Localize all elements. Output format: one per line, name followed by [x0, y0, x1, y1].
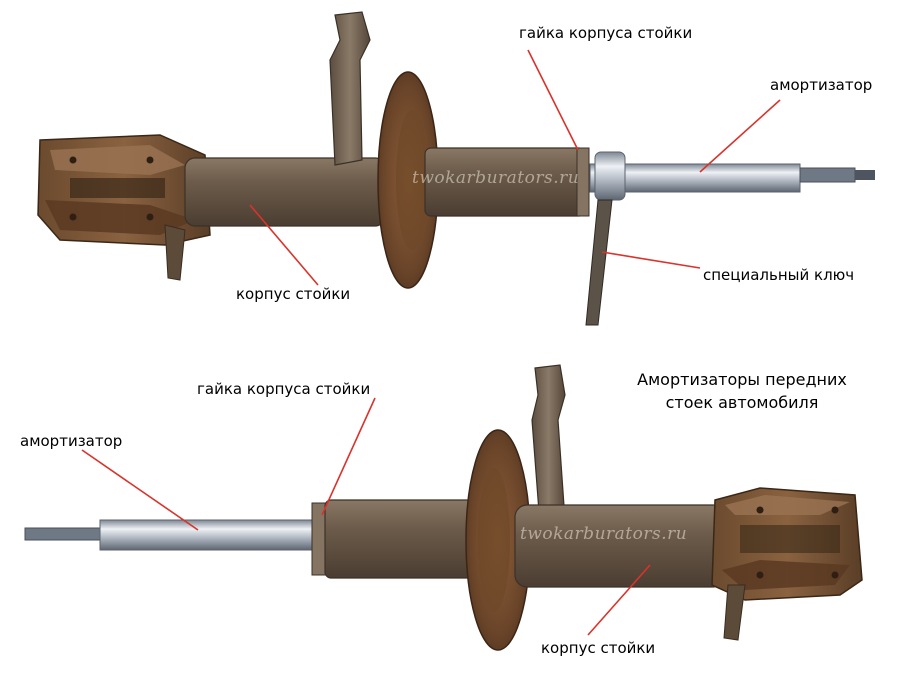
- leader-top-body: [249, 204, 319, 286]
- label-bottom-body: корпус стойки: [541, 639, 656, 657]
- bottom-chrome-rod: [99, 519, 316, 551]
- label-top-wrench: специальный ключ: [703, 266, 855, 284]
- label-bottom-nut: гайка корпуса стойки: [197, 380, 371, 398]
- bottom-bracket: [711, 487, 863, 641]
- label-top-body: корпус стойки: [236, 285, 351, 303]
- top-steering-arm: [329, 11, 371, 166]
- top-nut-part: [576, 147, 590, 217]
- caption-line-1: Амортизаторы передних: [637, 370, 847, 389]
- leader-bottom-nut: [321, 397, 376, 516]
- watermark-top: twokarburators.ru: [412, 168, 580, 188]
- watermark-bottom: twokarburators.ru: [520, 524, 688, 544]
- bottom-body-tube: [514, 504, 726, 588]
- top-special-wrench: [585, 199, 613, 326]
- top-bracket: [37, 134, 211, 281]
- label-top-shock: амортизатор: [770, 76, 873, 94]
- caption-title: Амортизаторы передних стоек автомобиля: [626, 368, 858, 414]
- top-strut: [37, 11, 875, 326]
- leader-top-nut: [527, 49, 579, 151]
- bottom-upper-tube: [324, 499, 486, 579]
- leader-bottom-body: [587, 564, 651, 636]
- label-top-nut: гайка корпуса стойки: [519, 24, 693, 42]
- bottom-strut: [24, 364, 863, 651]
- caption-line-2: стоек автомобиля: [665, 393, 819, 413]
- top-body-tube: [184, 157, 386, 227]
- bottom-steering-arm: [531, 364, 566, 526]
- leader-lines: [81, 49, 781, 636]
- leader-bottom-shock: [81, 449, 199, 531]
- bottom-nut-part: [311, 502, 327, 576]
- leader-top-shock: [699, 99, 781, 173]
- leader-top-wrench: [601, 251, 701, 269]
- label-bottom-shock: амортизатор: [20, 432, 123, 450]
